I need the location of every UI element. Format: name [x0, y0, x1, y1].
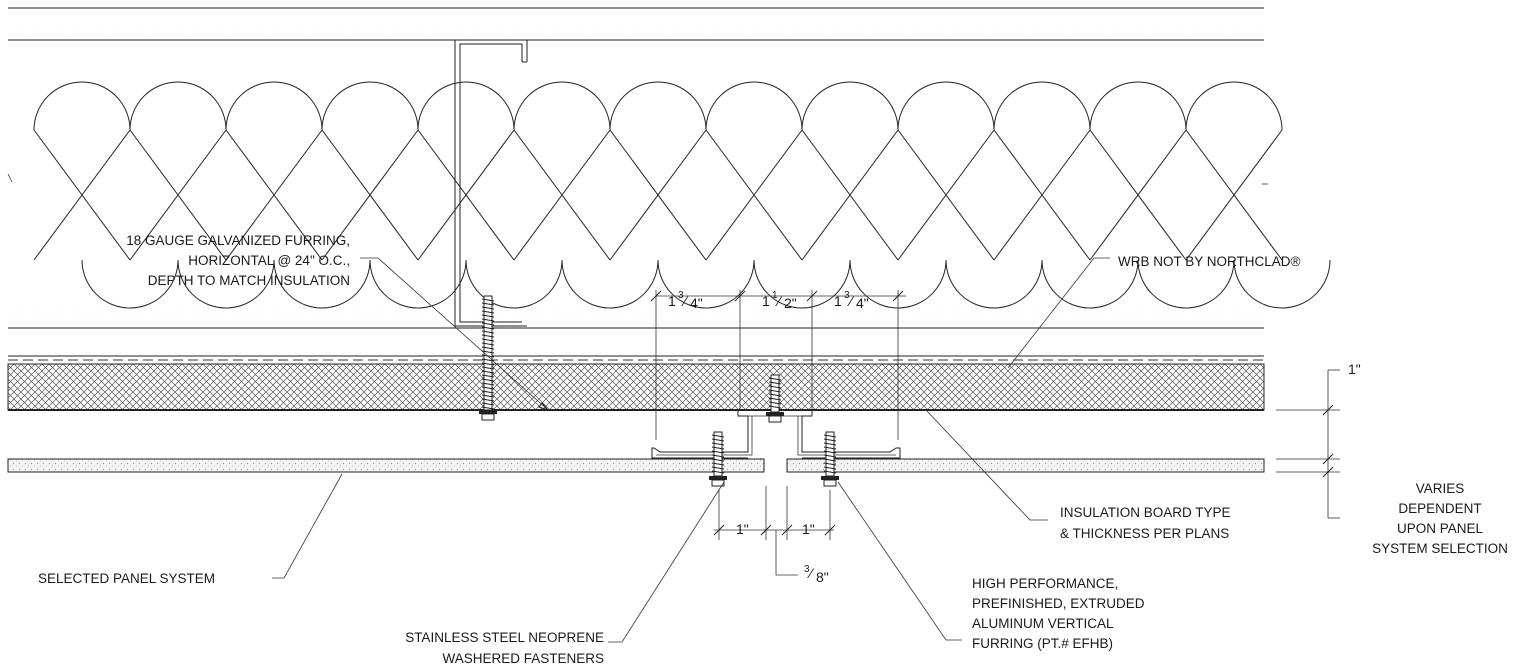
- dim-right-den: 4": [856, 295, 869, 311]
- insulation-label-line2: & THICKNESS PER PLANS: [1060, 526, 1229, 541]
- furring-label-line2: HORIZONTAL @ 24" O.C.,: [188, 253, 350, 268]
- dim-left-whole: 1: [668, 293, 676, 309]
- dim-left-slash: ⁄: [681, 293, 689, 309]
- fasteners-label-line1: STAINLESS STEEL NEOPRENE: [405, 630, 604, 645]
- top-dimensions: [650, 290, 906, 440]
- dim-bottom-right: 1": [802, 521, 815, 537]
- aluminum-label-line3: ALUMINUM VERTICAL: [972, 616, 1114, 631]
- panel-system: [7, 458, 1265, 473]
- dimension-text: 1 3 ⁄ 4" 1 1 ⁄ 2" 1 3 ⁄ 4" 1" 1" 1" 3 ⁄ …: [668, 290, 1361, 585]
- aluminum-label-line1: HIGH PERFORMANCE,: [972, 576, 1118, 591]
- furring-label-line3: DEPTH TO MATCH INSULATION: [148, 273, 350, 288]
- varies-label-line1: VARIES: [1416, 481, 1465, 496]
- varies-label-line2: DEPENDENT: [1398, 501, 1481, 516]
- dim-right-num: 3: [844, 290, 850, 301]
- batt-upper-arcs: [33, 81, 1283, 131]
- aluminum-label-line2: PREFINISHED, EXTRUDED: [972, 596, 1145, 611]
- galvanized-furring-screw: [479, 295, 497, 421]
- dim-left-den: 4": [690, 295, 703, 311]
- wrb-membrane: [8, 355, 1264, 361]
- dim-mid-den: 2": [784, 295, 797, 311]
- lower-stipple-band: [8, 296, 1264, 329]
- dim-mid-slash: ⁄: [775, 293, 783, 309]
- insulation-label-line1: INSULATION BOARD TYPE: [1060, 505, 1231, 520]
- dim-mid-num: 1: [772, 290, 778, 301]
- aluminum-label-line4: FURRING (PT.# EFHB): [972, 636, 1113, 651]
- bottom-dimensions: [713, 486, 836, 576]
- labels: 18 GAUGE GALVANIZED FURRING, HORIZONTAL …: [38, 233, 1508, 666]
- alum-furring-top-screw: [766, 374, 784, 423]
- dim-gap-num: 3: [804, 564, 810, 575]
- dim-one-inch: 1": [1348, 361, 1361, 377]
- wrb-label: WRB NOT BY NORTHCLAD®: [1118, 254, 1301, 269]
- panel-screw-left: [709, 431, 727, 487]
- break-marks: [7, 173, 1268, 185]
- dim-right-whole: 1: [834, 293, 842, 309]
- aluminum-vertical-furring: [651, 409, 901, 459]
- dim-mid-whole: 1: [762, 293, 770, 309]
- fastener-screws: [479, 295, 839, 487]
- dim-gap-den: 8": [816, 569, 829, 585]
- dim-right-slash: ⁄: [847, 293, 855, 309]
- panel-system-label: SELECTED PANEL SYSTEM: [38, 571, 215, 586]
- furring-label-line1: 18 GAUGE GALVANIZED FURRING,: [126, 233, 350, 248]
- galvanized-furring: [454, 39, 528, 327]
- panel-screw-right: [821, 431, 839, 487]
- right-dimensions: [1276, 369, 1340, 519]
- dim-left-num: 3: [678, 290, 684, 301]
- varies-label-line4: SYSTEM SELECTION: [1372, 541, 1508, 556]
- fasteners-label-line2: WASHERED FASTENERS: [442, 651, 604, 666]
- substrate-layer: [8, 7, 1264, 41]
- dim-bottom-left: 1": [736, 521, 749, 537]
- leader-lines: [272, 257, 1110, 643]
- insulation-board: [7, 363, 1265, 411]
- varies-label-line3: UPON PANEL: [1397, 521, 1484, 536]
- batt-diagonals: [33, 129, 1283, 261]
- dim-gap-slash: ⁄: [807, 565, 815, 581]
